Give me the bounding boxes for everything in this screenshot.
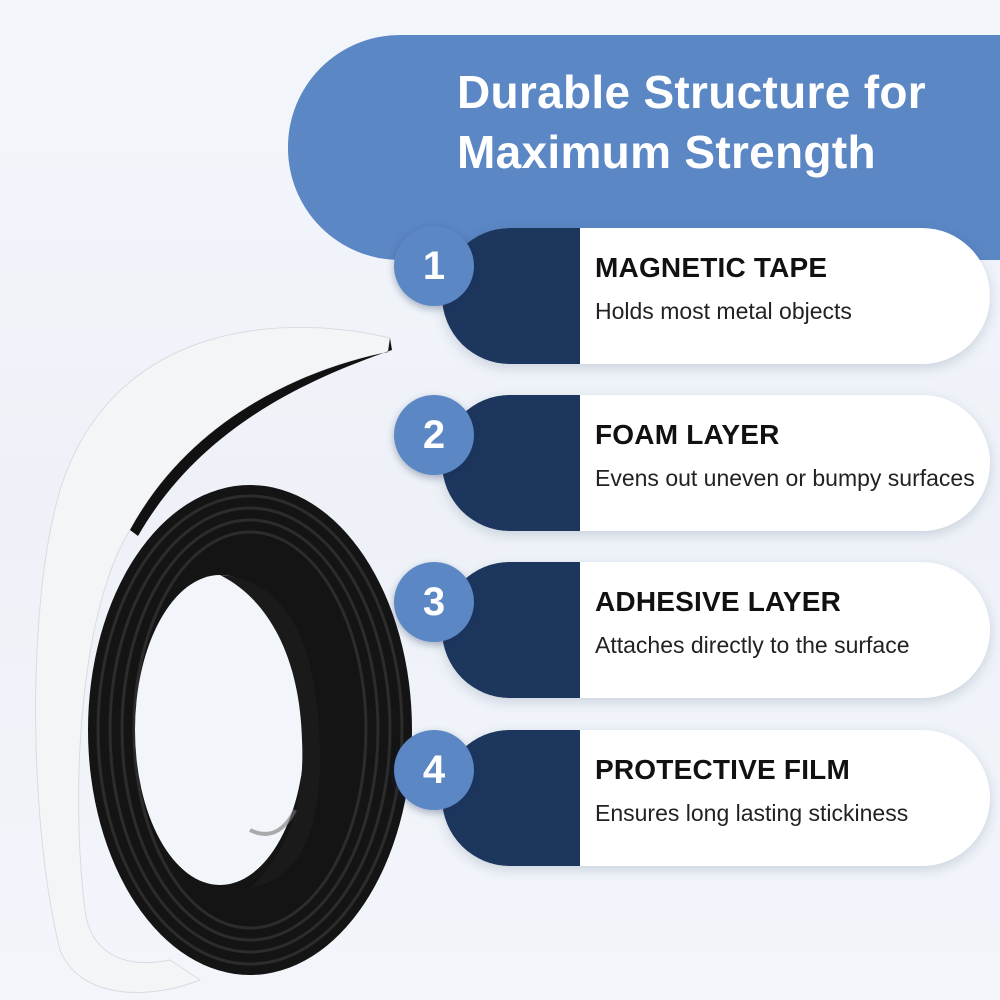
layer-number-badge: 4 bbox=[394, 730, 474, 810]
layer-description: Holds most metal objects bbox=[595, 298, 852, 324]
layer-description: Ensures long lasting stickiness bbox=[595, 800, 909, 826]
layer-card-1: MAGNETIC TAPE Holds most metal objects bbox=[442, 228, 990, 364]
layer-heading: FOAM LAYER bbox=[595, 419, 780, 450]
layer-card-4: PROTECTIVE FILM Ensures long lasting sti… bbox=[442, 730, 990, 866]
layer-number-badge: 1 bbox=[394, 226, 474, 306]
layer-heading: ADHESIVE LAYER bbox=[595, 586, 842, 617]
layer-heading: PROTECTIVE FILM bbox=[595, 754, 850, 785]
layer-number-badge: 2 bbox=[394, 395, 474, 475]
layer-card-2: FOAM LAYER Evens out uneven or bumpy sur… bbox=[442, 395, 990, 531]
title-line-1: Durable Structure for bbox=[457, 66, 926, 118]
title-banner bbox=[288, 35, 1000, 260]
title-line-2: Maximum Strength bbox=[457, 126, 876, 178]
page-title: Durable Structure for Maximum Strength bbox=[457, 62, 997, 182]
magnetic-tape-roll-icon bbox=[35, 326, 412, 993]
layer-number-badge: 3 bbox=[394, 562, 474, 642]
layer-heading: MAGNETIC TAPE bbox=[595, 252, 828, 283]
layer-card-3: ADHESIVE LAYER Attaches directly to the … bbox=[442, 562, 990, 698]
layer-description: Evens out uneven or bumpy surfaces bbox=[595, 465, 975, 491]
layer-description: Attaches directly to the surface bbox=[595, 632, 910, 658]
